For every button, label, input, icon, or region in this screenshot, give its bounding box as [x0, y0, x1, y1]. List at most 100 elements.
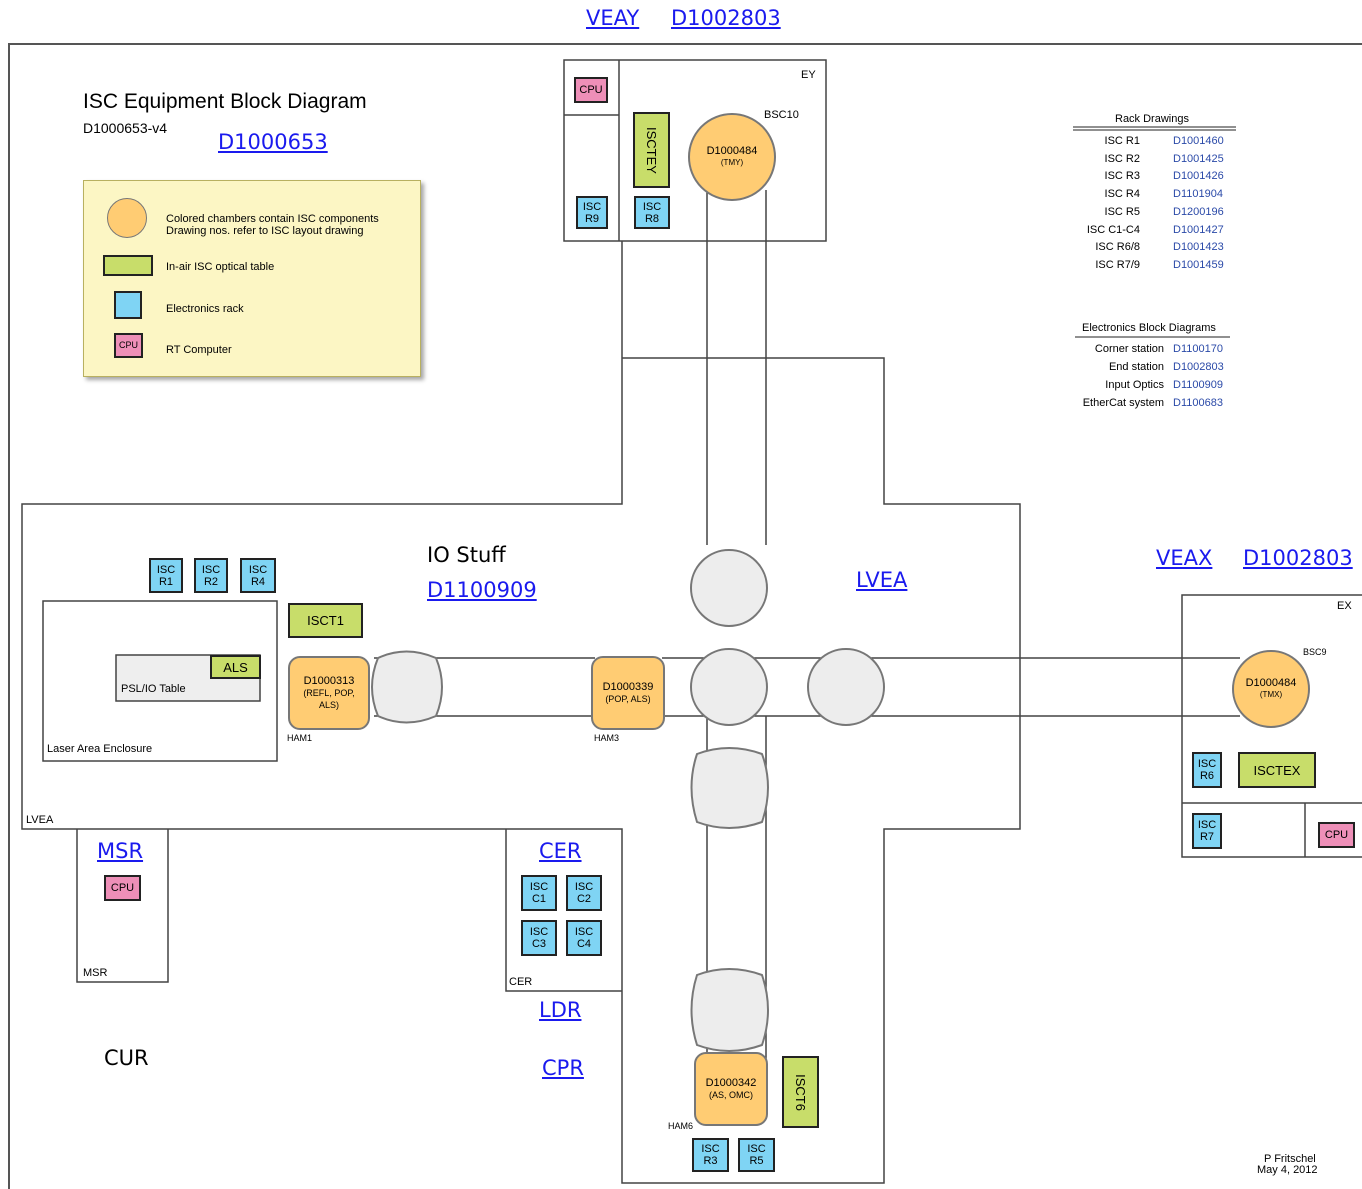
legend-rack-text: Electronics rack — [166, 303, 244, 315]
ldr-link[interactable]: LDR — [539, 998, 582, 1022]
isct6-table[interactable]: ISCT6 — [782, 1056, 819, 1128]
rack-drawing-row-doc-link[interactable]: D1001423 — [1173, 241, 1224, 254]
electronics-diagram-row-name: Input Optics — [1105, 379, 1164, 391]
cer-link[interactable]: CER — [539, 839, 582, 863]
veax-link[interactable]: VEAX — [1156, 546, 1213, 570]
ham3-doc: D1000339 — [602, 681, 654, 693]
io-stuff-label: IO Stuff — [427, 543, 506, 567]
ham3-chamber[interactable]: D1000339 (POP, ALS) — [591, 656, 665, 730]
electronics-diagram-row-name: Corner station — [1094, 343, 1164, 355]
isct1-table[interactable]: ISCT1 — [288, 603, 363, 638]
ham1-sub-2: ALS) — [318, 700, 339, 710]
msr-link[interactable]: MSR — [97, 839, 144, 863]
ey-label: EY — [801, 69, 816, 81]
cpr-link[interactable]: CPR — [542, 1056, 584, 1080]
bsc10-chamber[interactable]: D1000484 (TMY) — [688, 113, 776, 201]
electronics-diagram-row-name: EtherCat system — [1082, 397, 1164, 409]
electronics-diagram-row-name: End station — [1108, 361, 1164, 373]
lvea-link[interactable]: LVEA — [856, 568, 908, 592]
ex-cpu[interactable]: CPU — [1318, 822, 1355, 848]
rack-drawing-row-doc-link[interactable]: D1001425 — [1173, 152, 1224, 165]
bsc9-doc: D1000484 — [1245, 677, 1297, 689]
electronics-diagram-row-doc-link[interactable]: D1100170 — [1173, 343, 1223, 355]
veay-link[interactable]: VEAY — [586, 6, 640, 30]
bsc10-sub: (TMY) — [720, 158, 744, 167]
rack-drawing-row-name: ISC R5 — [1104, 205, 1140, 218]
ey-cpu[interactable]: CPU — [574, 77, 608, 103]
veax-doc-link[interactable]: D1002803 — [1243, 546, 1353, 570]
ham1-sub-1: (REFL, POP, — [303, 688, 355, 698]
rack-drawing-row-doc-link[interactable]: D1001426 — [1173, 170, 1224, 183]
ham1-doc: D1000313 — [303, 675, 355, 687]
electronics-diagram-row-doc-link[interactable]: D1100683 — [1173, 397, 1223, 409]
cur-label: CUR — [104, 1046, 149, 1070]
rack-drawing-row-name: ISC R2 — [1104, 152, 1140, 165]
rack-drawing-row-doc-link[interactable]: D1001427 — [1173, 223, 1224, 236]
rack-drawing-row-doc-link[interactable]: D1001459 — [1173, 258, 1224, 271]
diagram-doc-link[interactable]: D1000653 — [218, 130, 328, 154]
bsc9-chamber[interactable]: D1000484 (TMX) — [1232, 650, 1310, 728]
laser-area-enclosure-label: Laser Area Enclosure — [47, 743, 153, 755]
isctey-table[interactable]: ISCTEY — [633, 112, 670, 188]
veay-doc-link[interactable]: D1002803 — [671, 6, 781, 30]
ham6-chamber[interactable]: D1000342 (AS, OMC) — [694, 1052, 768, 1126]
electronics-diagrams-header: Electronics Block Diagrams — [1082, 322, 1216, 334]
diagram-title: ISC Equipment Block Diagram — [83, 90, 367, 113]
bsc9-sub: (TMX) — [1259, 690, 1283, 699]
electronics-diagram-row-doc-link[interactable]: D1002803 — [1173, 361, 1224, 373]
rack-drawing-row-name: ISC C1-C4 — [1086, 223, 1140, 236]
io-doc-link[interactable]: D1100909 — [427, 578, 537, 602]
rack-drawing-row-name: ISC R1 — [1104, 135, 1140, 147]
msr-label: MSR — [83, 967, 108, 979]
legend-cpu-icon: CPU — [114, 333, 143, 358]
ham1-chamber[interactable]: D1000313 (REFL, POP, ALS) — [288, 656, 370, 730]
rack-drawing-row-doc-link[interactable]: D1001460 — [1173, 135, 1224, 147]
rack-drawing-row-doc-link[interactable]: D1200196 — [1173, 205, 1224, 218]
rack-drawing-row-name: ISC R7/9 — [1095, 258, 1140, 271]
ham6-sub: (AS, OMC) — [709, 1090, 753, 1100]
bsc10-doc: D1000484 — [706, 145, 758, 157]
legend-chamber-text-1: Colored chambers contain ISC components — [166, 213, 379, 225]
rack-drawing-row-doc-link[interactable]: D1101904 — [1173, 188, 1223, 201]
als-table[interactable]: ALS — [210, 655, 261, 679]
ham1-label: HAM1 — [287, 733, 313, 743]
legend-chamber-icon — [107, 198, 147, 238]
legend-table-icon — [103, 255, 153, 276]
cer-label: CER — [509, 976, 533, 988]
isctey-label: ISCTEY — [644, 126, 659, 174]
rack-drawings-header: Rack Drawings — [1115, 113, 1189, 125]
bsc9-label: BSC9 — [1303, 647, 1327, 657]
ham6-doc: D1000342 — [705, 1077, 757, 1089]
psl-io-table-label: PSL/IO Table — [121, 683, 186, 695]
rack-drawing-row-name: ISC R6/8 — [1095, 241, 1140, 254]
electronics-diagram-row-doc-link[interactable]: D1100909 — [1173, 379, 1223, 391]
diagram-doc-number: D1000653-v4 — [83, 120, 168, 136]
msr-cpu[interactable]: CPU — [104, 875, 141, 901]
author-date: May 4, 2012 — [1257, 1164, 1318, 1176]
isctex-table[interactable]: ISCTEX — [1238, 752, 1316, 788]
